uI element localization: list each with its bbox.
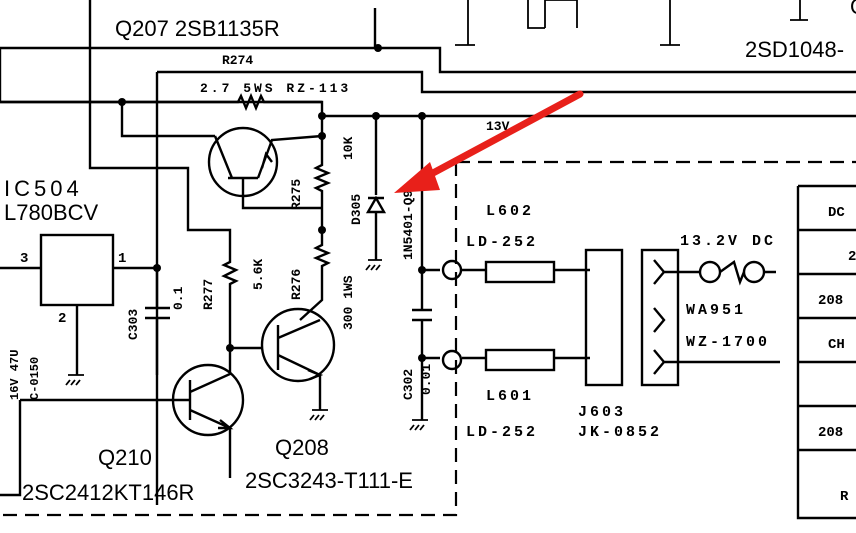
c-left-part: C-0150: [28, 357, 42, 400]
r276-resistor: [299, 230, 332, 321]
q208-part: 2SC3243-T111-E: [245, 468, 413, 493]
fuse-icon: [698, 260, 776, 286]
13v-label: 13V: [486, 119, 510, 134]
table-cell: 208: [818, 293, 843, 309]
j603-connector: [584, 248, 624, 387]
base-wire: [0, 398, 165, 497]
l602-inductor: [422, 259, 590, 284]
q207-transistor: [207, 126, 323, 210]
q210-transistor: [165, 348, 245, 478]
r277-label: R277: [201, 279, 216, 310]
r276-label: R276: [289, 269, 304, 300]
r275-value: 10K: [341, 136, 356, 160]
dc-label: 13.2V DC: [680, 233, 776, 250]
wa951-label: WA951: [686, 302, 746, 319]
j603-label: J603: [578, 404, 626, 421]
top-components: [455, 0, 808, 46]
table-cell: 2: [848, 249, 856, 265]
wa951-plug: [640, 248, 780, 387]
l602-label: L602: [486, 203, 534, 220]
table-cell: 208: [818, 425, 843, 441]
j603-part: JK-0852: [578, 424, 662, 441]
l601-part: LD-252: [466, 424, 538, 441]
table-cell: CH: [828, 337, 845, 353]
r275-resistor: [312, 116, 332, 230]
c-left-value: 16V 47U: [8, 350, 22, 400]
d305-label: D305: [349, 194, 364, 225]
ground-icon: [409, 419, 428, 431]
r274-label: R274: [222, 53, 253, 68]
r276-value: 300 1WS: [341, 275, 356, 330]
q210-part: 2SC2412KT146R: [22, 480, 194, 505]
l601-inductor: [422, 348, 590, 372]
r274-resistor: [122, 92, 322, 112]
ic-pin-3: 3: [20, 251, 28, 267]
c302-label: C302: [401, 369, 416, 400]
q208-label: Q208: [275, 435, 329, 460]
d305-diode: [365, 116, 387, 271]
table-cell: R: [840, 489, 849, 505]
annotation-arrow: [394, 90, 584, 193]
c302-value: 0.01: [419, 364, 434, 395]
l602-part: LD-252: [466, 234, 538, 251]
l601-label: L601: [486, 388, 534, 405]
ic-pin-1: 1: [118, 251, 126, 267]
q208-transistor: [260, 307, 336, 421]
rail-13v: [412, 116, 432, 420]
c303-value: 0.1: [171, 286, 186, 310]
q2x-label: Q2: [850, 0, 856, 19]
ic504-regulator: [0, 233, 157, 386]
c303-label: C303: [126, 309, 141, 340]
board-outline: [0, 160, 856, 517]
wz-label: WZ-1700: [686, 334, 770, 351]
ic504-label: IC504: [4, 176, 83, 201]
c303-capacitor: [145, 268, 170, 375]
pin-label: 1: [20, 0, 21, 1]
top-wires: [0, 0, 856, 505]
table-cell: DC: [828, 205, 845, 221]
ic504-part: L780BCV: [4, 200, 99, 225]
r274-value: 2.7 5WS RZ-113: [200, 81, 351, 96]
right-table: [796, 184, 856, 520]
d305-part: 1N5401-Q9: [401, 190, 416, 260]
r277-resistor: [221, 248, 262, 350]
q207-label: Q207 2SB1135R: [115, 16, 280, 41]
r275-label: R275: [289, 179, 304, 210]
ic-pin-2: 2: [58, 311, 66, 327]
r277-value: 5.6K: [251, 259, 266, 290]
q210-label: Q210: [98, 445, 152, 470]
q2x-part: 2SD1048-: [745, 37, 844, 62]
